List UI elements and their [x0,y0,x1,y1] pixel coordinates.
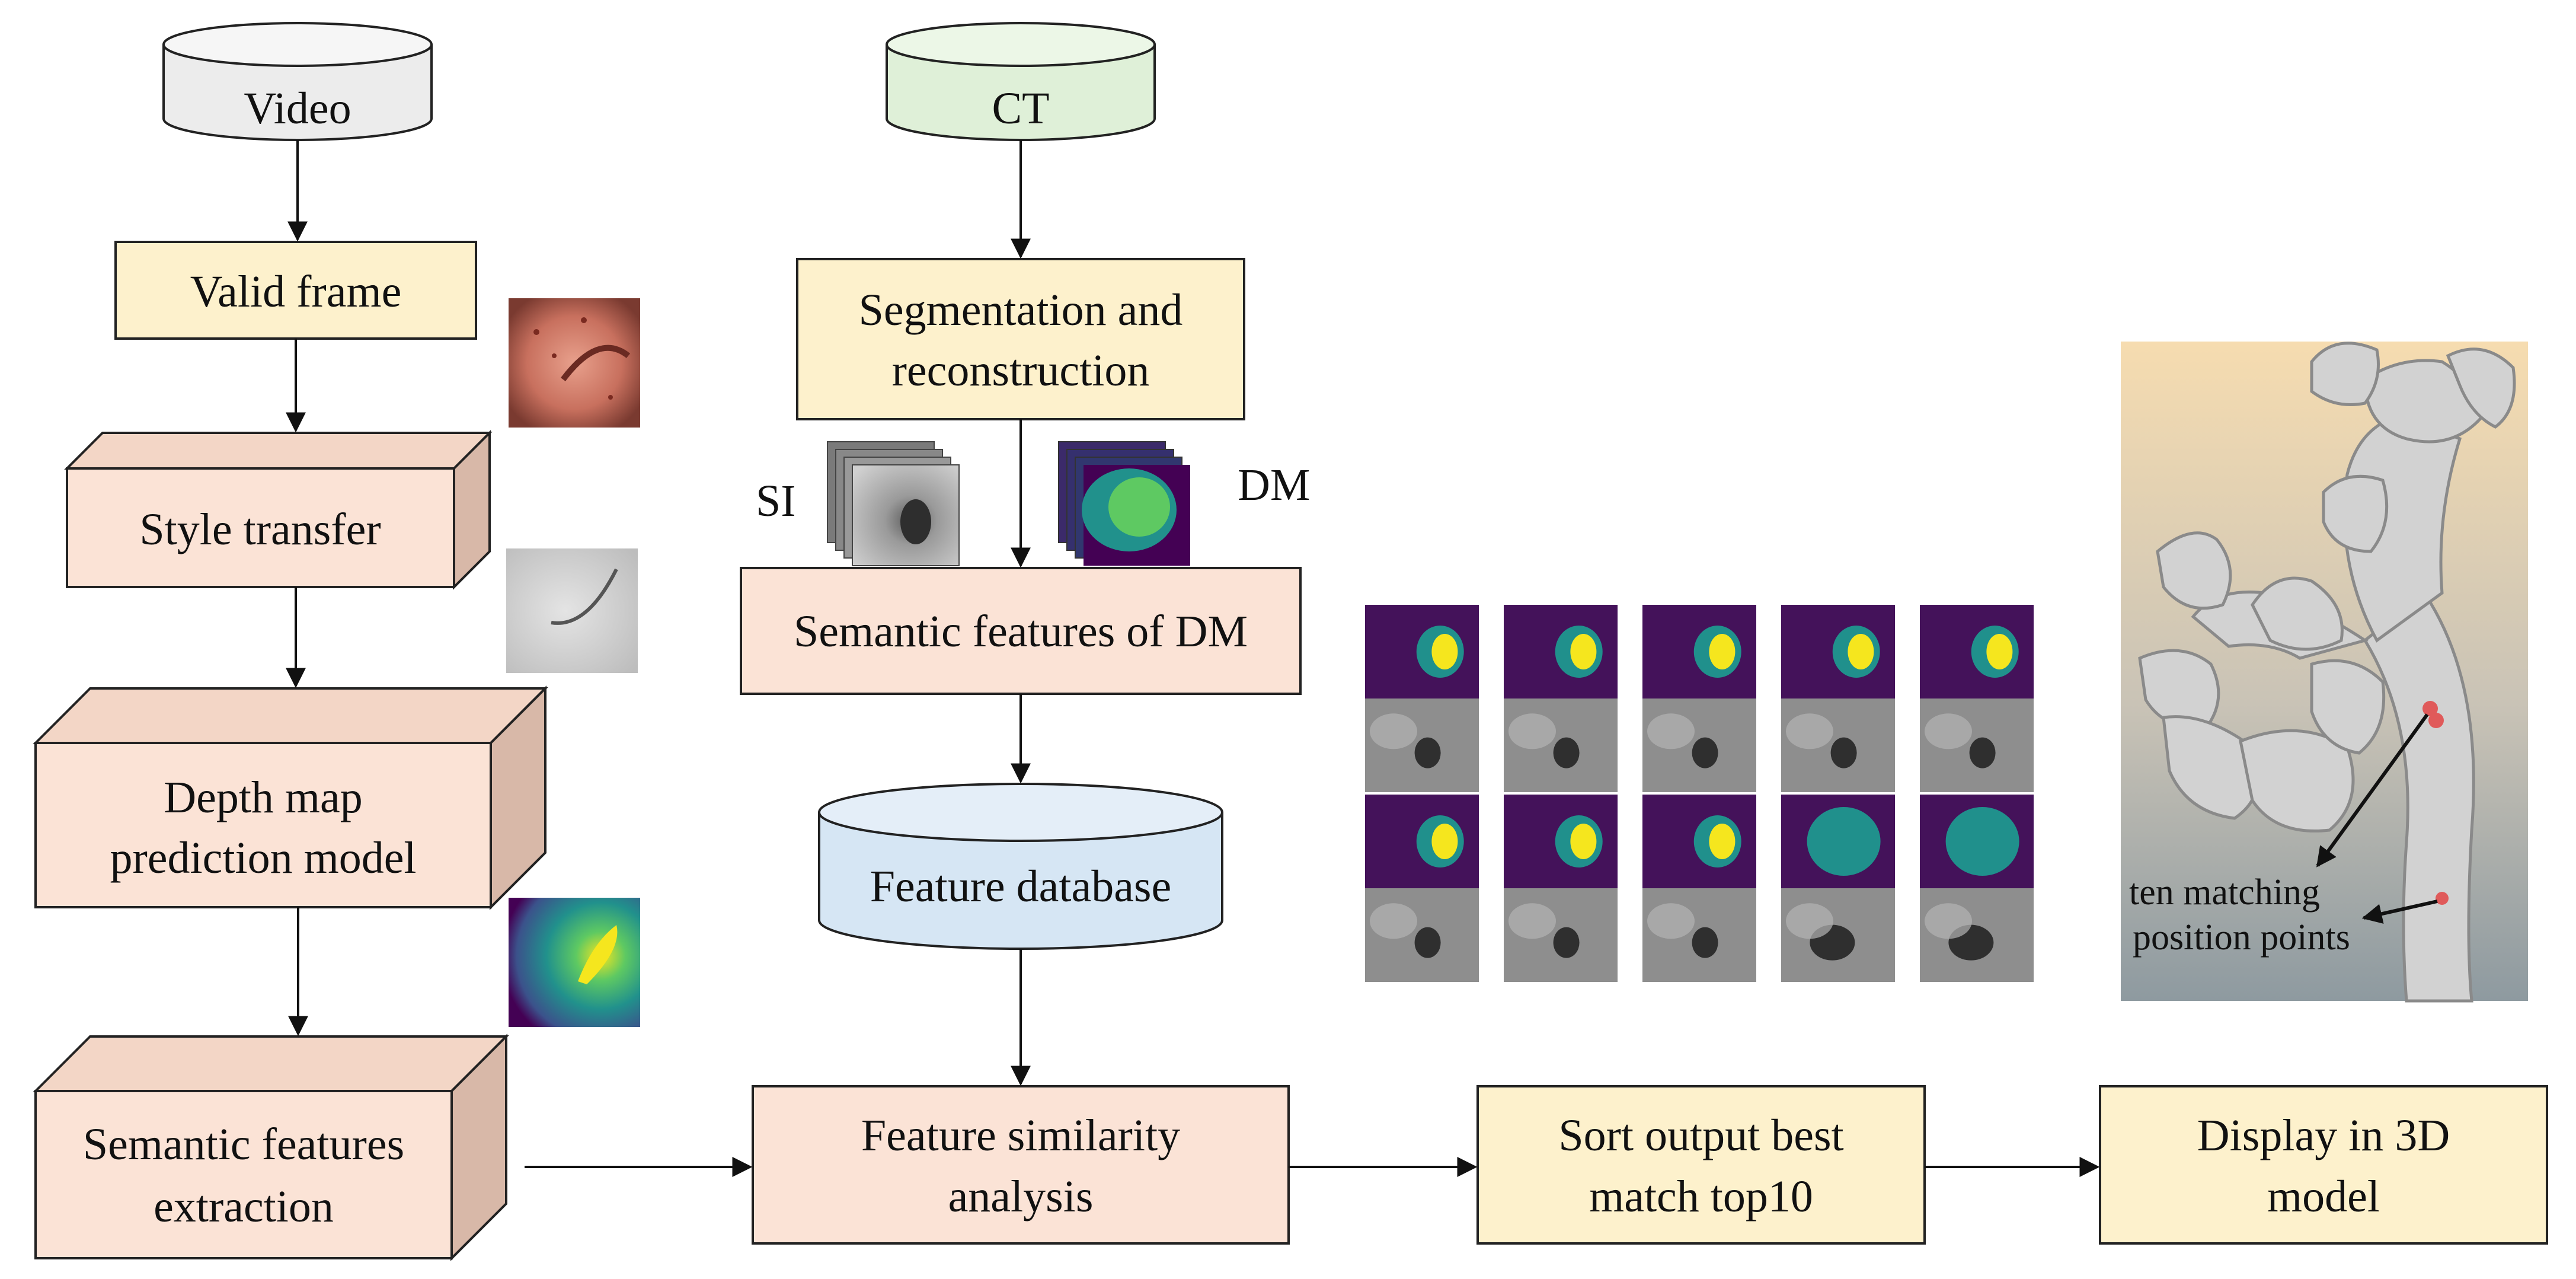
gray-match-thumbnail [1365,888,1479,982]
annotation-arrow [2361,900,2438,924]
gray-match-thumbnail [1781,698,1895,792]
depth-match-thumbnail [1642,795,1756,888]
gray-match-thumbnail [1920,698,2034,792]
annotation-line1: ten matching [2129,872,2320,913]
feature-database-label: Feature database [870,862,1172,911]
semantic-extraction-label-line2: extraction [154,1182,334,1232]
ct-database: CT [886,22,1156,141]
sort-output-box: Sort output best match top10 [1476,1085,1926,1245]
display-3d-label-line1: Display in 3D [2197,1111,2450,1160]
display-3d-box: Display in 3D model [2099,1085,2548,1245]
depth-map-thumbnail [509,898,640,1027]
match-result-grid [1365,605,2034,982]
valid-frame-box: Valid frame [114,241,477,340]
3d-model-panel: ten matching position points [2121,342,2528,1003]
style-transfer-box: Style transfer [64,430,493,590]
depth-match-thumbnail [1642,605,1756,698]
feature-database: Feature database [818,783,1223,950]
gray-match-thumbnail [1365,698,1479,792]
depth-match-thumbnail [1365,795,1479,888]
gray-match-thumbnail [1920,888,2034,982]
depth-match-thumbnail [1920,605,2034,698]
similarity-label-line1: Feature similarity [861,1111,1180,1160]
depth-match-thumbnail [1920,795,2034,888]
depth-match-thumbnail [1504,605,1618,698]
gray-match-thumbnail [1781,888,1895,982]
depth-match-thumbnail [1365,605,1479,698]
similarity-box: Feature similarity analysis [752,1085,1290,1245]
gray-match-thumbnail [1504,888,1618,982]
depth-match-thumbnail [1781,605,1895,698]
depth-match-thumbnail [1781,795,1895,888]
segmentation-label-line2: reconstruction [892,346,1150,395]
segmentation-label-line1: Segmentation and [859,285,1183,335]
depth-map-box: Depth map prediction model [33,685,548,910]
depth-map-label-line2: prediction model [110,833,416,883]
dm-label: DM [1238,460,1310,510]
ct-label: CT [992,84,1049,133]
depth-match-thumbnail [1504,795,1618,888]
gray-match-thumbnail [1504,698,1618,792]
airway-model-render [2138,342,2516,1003]
si-image-stack [827,441,960,566]
video-database: Video [162,22,433,141]
dm-image-stack [1058,441,1190,566]
semantic-extraction-box: Semantic features extraction [33,1034,509,1261]
annotation-line2: position points [2133,917,2350,958]
endoscopic-frame-thumbnail [509,298,640,428]
semantic-extraction-label-line1: Semantic features [83,1119,404,1169]
sort-output-label-line2: match top10 [1589,1172,1813,1221]
display-3d-label-line2: model [2267,1172,2380,1221]
si-label: SI [756,476,796,526]
sort-output-label-line1: Sort output best [1558,1111,1843,1160]
match-point-marker [2428,713,2444,728]
match-point-marker [2436,892,2449,905]
annotation-arrow [2316,713,2429,867]
segmentation-box: Segmentation and reconstruction [796,258,1245,420]
depth-map-label-line1: Depth map [164,773,363,822]
gray-match-thumbnail [1642,698,1756,792]
valid-frame-label: Valid frame [190,267,402,317]
semantic-dm-label: Semantic features of DM [794,607,1248,656]
video-label: Video [244,84,351,133]
edges [286,140,2100,1177]
style-transfer-thumbnail [506,548,638,673]
similarity-label-line2: analysis [948,1172,1094,1221]
gray-match-thumbnail [1642,888,1756,982]
semantic-dm-box: Semantic features of DM [740,567,1302,695]
style-transfer-label: Style transfer [139,505,381,554]
match-point-marker [2422,701,2438,716]
